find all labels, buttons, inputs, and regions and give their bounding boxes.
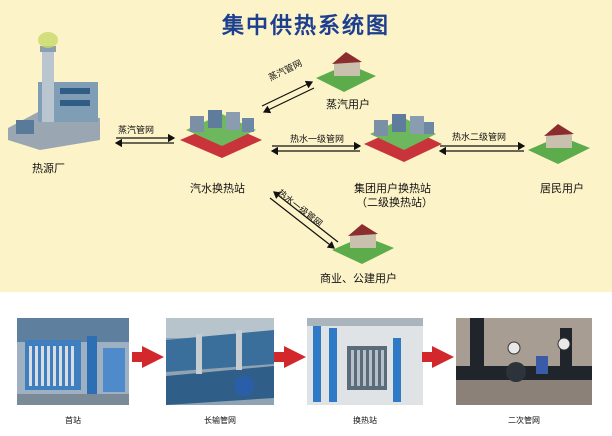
- insulated-pipeline-icon: [166, 318, 274, 405]
- diagram-title: 集中供热系统图: [221, 13, 390, 39]
- resident-user-label: 居民用户: [540, 182, 584, 195]
- flow-arrow-1: [132, 346, 164, 368]
- commercial-user-house-icon: [332, 224, 394, 264]
- caption-exchange-station: 换热站: [353, 416, 377, 425]
- group-station-sublabel: （二级换热站）: [356, 196, 433, 209]
- group-station-icon: [364, 114, 442, 162]
- heat-source-plant-icon: [8, 32, 100, 150]
- steam-user-label: 蒸汽用户: [326, 98, 370, 111]
- group-station-label: 集团用户换热站: [354, 182, 431, 195]
- hot-water-primary-east-label: 热水一级管网: [290, 135, 345, 145]
- hot-water-primary-south-arrow: [269, 191, 339, 249]
- flow-arrow-3: [422, 346, 454, 368]
- hot-water-primary-east-arrow: [270, 141, 362, 156]
- steam-main-arrow: [114, 133, 176, 148]
- plate-heat-exchanger-icon: [17, 318, 129, 405]
- photo-secondary-network: [456, 318, 592, 405]
- steam-main-label: 蒸汽管网: [118, 126, 155, 136]
- flow-arrow-2: [274, 346, 306, 368]
- caption-first-station: 首站: [65, 416, 81, 425]
- caption-long-pipeline: 长输管网: [204, 416, 236, 425]
- photo-long-pipeline: [166, 318, 274, 405]
- heat-source-label: 热源厂: [32, 162, 65, 175]
- commercial-user-label: 商业、公建用户: [320, 272, 397, 285]
- photo-exchange-station: [307, 318, 423, 405]
- hot-water-secondary-arrow: [438, 141, 526, 156]
- photo-first-station: [17, 318, 129, 405]
- steam-water-station-icon: [180, 110, 262, 158]
- steam-branch-arrow: [261, 80, 315, 114]
- valve-pipeline-icon: [456, 318, 592, 405]
- hot-water-secondary-label: 热水二级管网: [452, 133, 507, 143]
- caption-secondary-network: 二次管网: [508, 416, 540, 425]
- steam-user-house-icon: [316, 52, 376, 92]
- heat-exchange-station-icon: [307, 318, 423, 405]
- diagram-graphics: [8, 32, 590, 264]
- resident-user-house-icon: [528, 124, 590, 164]
- steam-water-station-label: 汽水换热站: [190, 182, 245, 195]
